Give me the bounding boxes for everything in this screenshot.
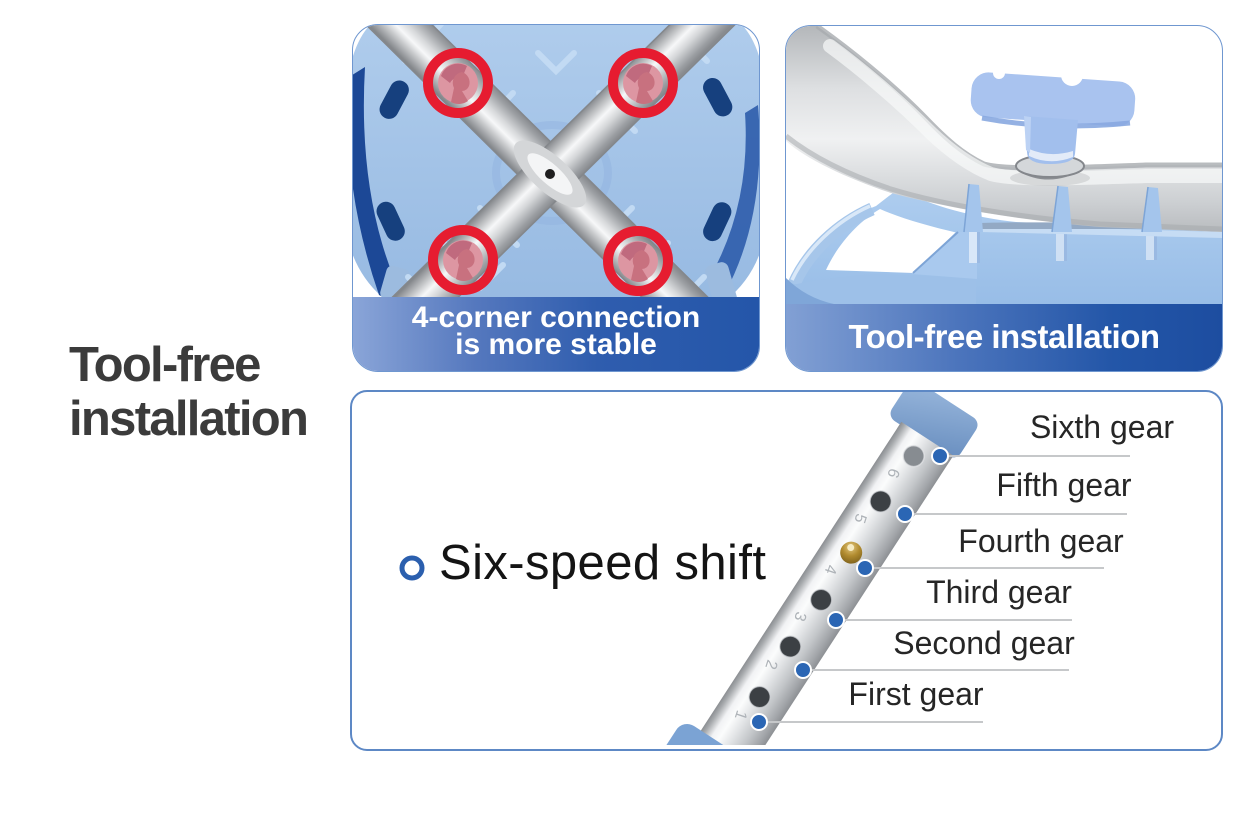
svg-text:Fourth gear: Fourth gear	[958, 523, 1124, 559]
svg-text:Sixth gear: Sixth gear	[1030, 409, 1174, 445]
svg-text:Fifth gear: Fifth gear	[996, 467, 1132, 503]
svg-text:Second gear: Second gear	[893, 625, 1075, 661]
svg-text:First gear: First gear	[848, 676, 983, 712]
svg-text:Third gear: Third gear	[926, 574, 1072, 610]
svg-text:Six-speed shift: Six-speed shift	[439, 536, 766, 590]
